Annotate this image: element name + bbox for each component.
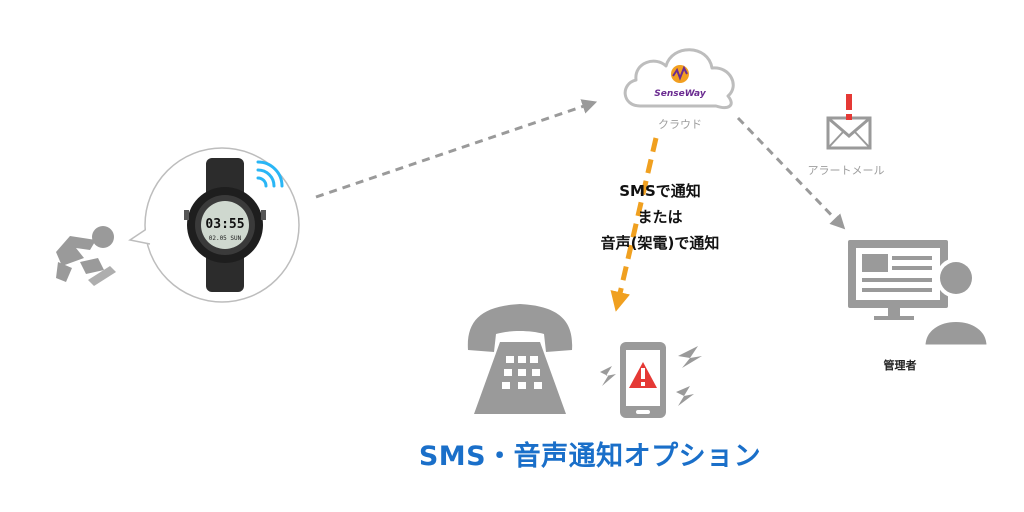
administrator-label: 管理者 <box>883 359 917 372</box>
watch-time: 03:55 <box>205 217 244 232</box>
arrow-watch-to-cloud <box>315 99 598 199</box>
telephone-icon <box>467 304 573 414</box>
notification-line-3: 音声(架電)で通知 <box>600 234 720 252</box>
page-title: SMS・音声通知オプション <box>418 441 762 472</box>
watch-date: 02.05 SUN <box>209 235 242 242</box>
administrator-icon <box>848 240 990 348</box>
notification-method-text: SMSで通知 または 音声(架電)で通知 <box>540 178 780 256</box>
notification-line-1: SMSで通知 <box>619 182 701 200</box>
wireless-signal-icon <box>256 160 284 188</box>
alert-mail-label: アラートメール <box>807 164 885 177</box>
senseway-logo-icon <box>671 65 689 83</box>
vibration-icon <box>600 346 702 406</box>
arrow-cloud-to-admin <box>736 116 846 230</box>
senseway-brand-text: SenseWay <box>654 89 706 99</box>
notification-line-2: または <box>637 208 683 226</box>
fallen-person-icon <box>56 226 116 286</box>
cloud-label: クラウド <box>658 118 702 131</box>
smartphone-alert-icon <box>620 342 666 418</box>
smartwatch-icon <box>184 158 266 292</box>
alert-mail-icon <box>826 94 872 150</box>
arrow-cloud-to-phones <box>610 137 659 312</box>
